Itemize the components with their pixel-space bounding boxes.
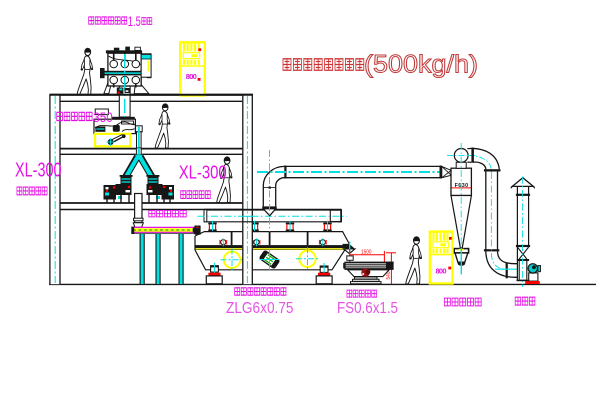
svg-text:XL-300: XL-300: [15, 159, 62, 181]
svg-text:800: 800: [436, 266, 447, 275]
svg-text:1.5: 1.5: [128, 13, 141, 29]
svg-text:800: 800: [186, 72, 197, 81]
svg-text:(500kg/h): (500kg/h): [364, 51, 478, 79]
svg-text:FS0.6x1.5: FS0.6x1.5: [337, 300, 398, 317]
svg-text:ZLG6x0.75: ZLG6x0.75: [226, 300, 294, 317]
svg-text:350: 350: [93, 110, 113, 125]
svg-text:540: 540: [386, 271, 392, 279]
svg-text:XL-300: XL-300: [179, 162, 227, 182]
svg-text:1500: 1500: [361, 250, 372, 256]
